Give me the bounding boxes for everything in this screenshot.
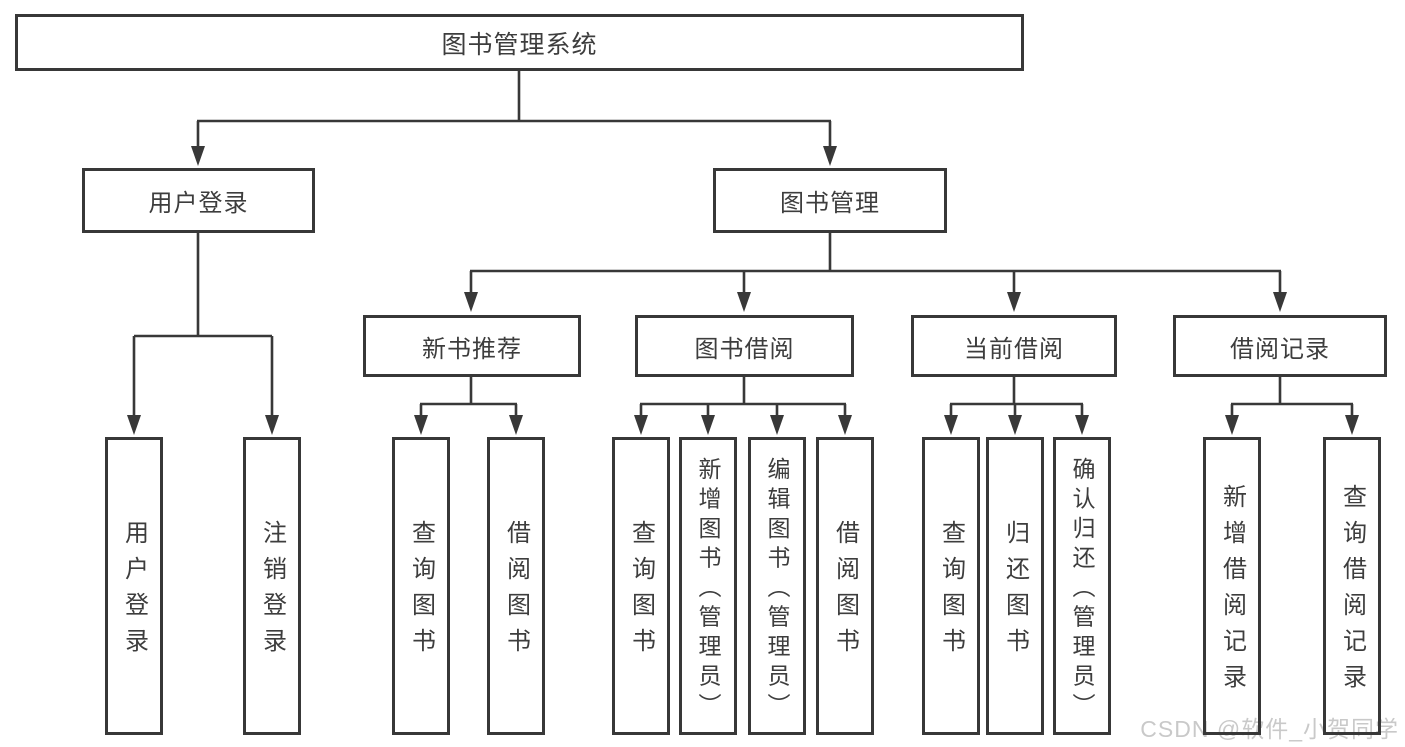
arrow-down bbox=[1075, 415, 1089, 435]
leaf-add-books-admin: 新增图书（管理员） bbox=[679, 437, 737, 735]
node-user-login-label: 用户登录 bbox=[148, 190, 249, 217]
leaf-query-books-borrow-label: 查询图书 bbox=[627, 520, 655, 664]
arrow-down bbox=[464, 292, 478, 312]
tree-lines bbox=[132, 70, 1354, 419]
leaf-query-books-recommend: 查询图书 bbox=[392, 437, 450, 735]
arrow-down bbox=[509, 415, 523, 435]
leaf-return-books-label: 归还图书 bbox=[1001, 520, 1029, 664]
node-book-management: 图书管理 bbox=[713, 168, 947, 233]
node-current-borrowing: 当前借阅 bbox=[911, 315, 1117, 377]
node-current-borrowing-label: 当前借阅 bbox=[964, 335, 1064, 363]
arrow-down bbox=[634, 415, 648, 435]
arrow-down bbox=[944, 415, 958, 435]
leaf-confirm-return-admin-label: 确认归还（管理员） bbox=[1069, 456, 1095, 722]
arrow-down bbox=[1273, 292, 1287, 312]
arrow-down bbox=[1008, 415, 1022, 435]
leaf-return-books: 归还图书 bbox=[986, 437, 1044, 735]
leaf-query-books-borrow: 查询图书 bbox=[612, 437, 670, 735]
arrow-down bbox=[191, 146, 205, 166]
arrow-down bbox=[1225, 415, 1239, 435]
leaf-query-borrow-record-label: 查询借阅记录 bbox=[1338, 484, 1366, 700]
node-new-book-recommendation-label: 新书推荐 bbox=[422, 335, 522, 363]
arrow-down bbox=[770, 415, 784, 435]
arrow-down bbox=[414, 415, 428, 435]
node-borrowing-records: 借阅记录 bbox=[1173, 315, 1387, 377]
leaf-borrow-books: 借阅图书 bbox=[816, 437, 874, 735]
leaf-borrow-books-recommend: 借阅图书 bbox=[487, 437, 545, 735]
arrow-down bbox=[1007, 292, 1021, 312]
leaf-user-login: 用户登录 bbox=[105, 437, 163, 735]
node-book-management-label: 图书管理 bbox=[780, 190, 880, 217]
csdn-watermark: CSDN @软件_小贺同学 bbox=[1140, 716, 1399, 742]
arrow-down bbox=[823, 146, 837, 166]
node-new-book-recommendation: 新书推荐 bbox=[363, 315, 581, 377]
leaf-user-login-label: 用户登录 bbox=[120, 520, 148, 664]
leaf-borrow-books-label: 借阅图书 bbox=[831, 520, 859, 664]
arrow-down bbox=[1345, 415, 1359, 435]
leaf-query-books-current-label: 查询图书 bbox=[937, 520, 965, 664]
leaf-add-books-admin-label: 新增图书（管理员） bbox=[695, 456, 721, 722]
node-book-borrowing-label: 图书借阅 bbox=[694, 335, 795, 363]
arrow-down bbox=[838, 415, 852, 435]
arrow-down bbox=[737, 292, 751, 312]
node-library-system-label: 图书管理系统 bbox=[441, 30, 598, 59]
leaf-query-borrow-record: 查询借阅记录 bbox=[1323, 437, 1381, 735]
leaf-logout: 注销登录 bbox=[243, 437, 301, 735]
leaf-query-books-current: 查询图书 bbox=[922, 437, 980, 735]
node-book-borrowing: 图书借阅 bbox=[635, 315, 854, 377]
arrow-down bbox=[127, 415, 141, 435]
leaf-add-borrow-record-label: 新增借阅记录 bbox=[1218, 484, 1246, 700]
leaf-logout-label: 注销登录 bbox=[258, 520, 286, 664]
arrow-down bbox=[701, 415, 715, 435]
leaf-edit-books-admin: 编辑图书（管理员） bbox=[748, 437, 806, 735]
leaf-edit-books-admin-label: 编辑图书（管理员） bbox=[764, 456, 790, 722]
leaf-query-books-recommend-label: 查询图书 bbox=[407, 520, 435, 664]
leaf-add-borrow-record: 新增借阅记录 bbox=[1203, 437, 1261, 735]
node-user-login: 用户登录 bbox=[82, 168, 315, 233]
leaf-confirm-return-admin: 确认归还（管理员） bbox=[1053, 437, 1111, 735]
leaf-borrow-books-recommend-label: 借阅图书 bbox=[502, 520, 530, 664]
arrow-down bbox=[265, 415, 279, 435]
node-borrowing-records-label: 借阅记录 bbox=[1230, 335, 1330, 363]
node-library-system: 图书管理系统 bbox=[15, 14, 1024, 71]
